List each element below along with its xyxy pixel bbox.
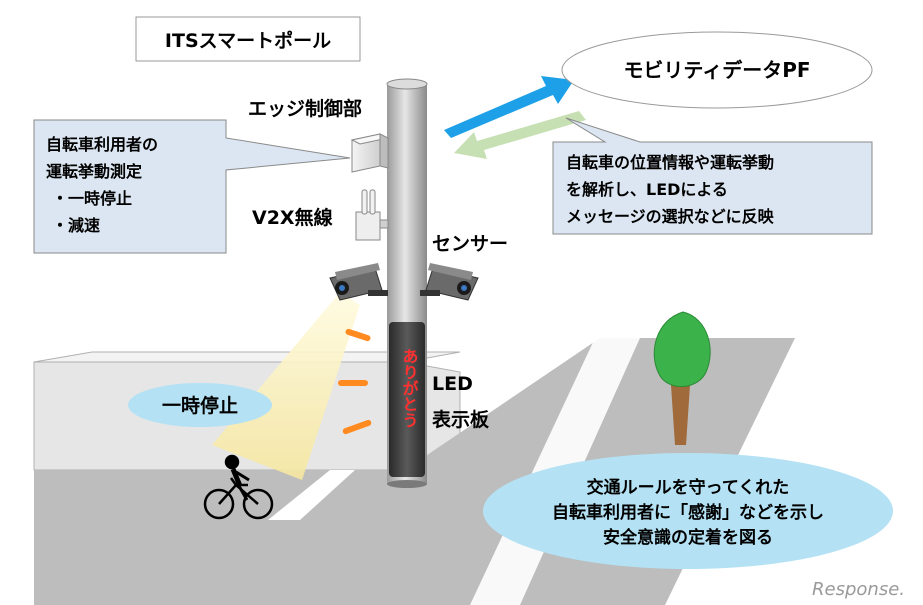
tree-icon [653, 311, 711, 445]
crosswalk-line [268, 470, 355, 520]
callout-right-line-1: 自転車の位置情報や運転挙動 [566, 153, 774, 172]
arrow-to-platform [444, 76, 574, 138]
callout-left [33, 119, 351, 254]
platform-ellipse [561, 31, 873, 109]
edge-control-box [350, 133, 390, 173]
callout-left-line-4: ・減速 [52, 216, 100, 235]
camera-right [420, 263, 479, 301]
led-rays [338, 328, 372, 435]
led-label-line1: LED [432, 373, 473, 395]
led-message: ありがとう [400, 348, 419, 428]
bottom-ellipse-line-1: 交通ルールを守ってくれた [587, 477, 790, 498]
callout-left-line-2: 運転挙動測定 [46, 162, 142, 181]
callout-left-line-1: 自転車利用者の [46, 135, 158, 154]
v2x-label: V2X無線 [252, 206, 333, 229]
led-panel [389, 322, 425, 477]
bottom-ellipse-line-3: 安全意識の定着を図る [603, 527, 773, 548]
edge-label: エッジ制御部 [248, 97, 362, 120]
sensor-beam [212, 292, 360, 480]
stop-bubble-label: 一時停止 [162, 394, 238, 417]
title-box [135, 16, 361, 62]
led-label-line2: 表示板 [432, 408, 490, 431]
stop-bubble [128, 383, 272, 427]
watermark: Response. [812, 579, 905, 600]
callout-right-line-3: メッセージの選択などに反映 [566, 207, 775, 226]
callout-right [552, 117, 873, 235]
platform-label: モビリティデータPF [623, 58, 810, 82]
bottom-ellipse-line-2: 自転車利用者に「感謝」などを示し [552, 502, 824, 523]
callout-left-line-3: ・一時停止 [52, 189, 132, 208]
bottom-ellipse [483, 453, 893, 569]
arrow-from-platform [454, 111, 586, 159]
cyclist-icon [203, 454, 274, 520]
v2x-antenna [355, 189, 389, 241]
camera-left [329, 263, 388, 301]
sensor-label: センサー [432, 233, 508, 255]
title: ITSスマートポール [165, 29, 331, 52]
callout-right-line-2: を解析し、LEDによる [566, 180, 728, 199]
